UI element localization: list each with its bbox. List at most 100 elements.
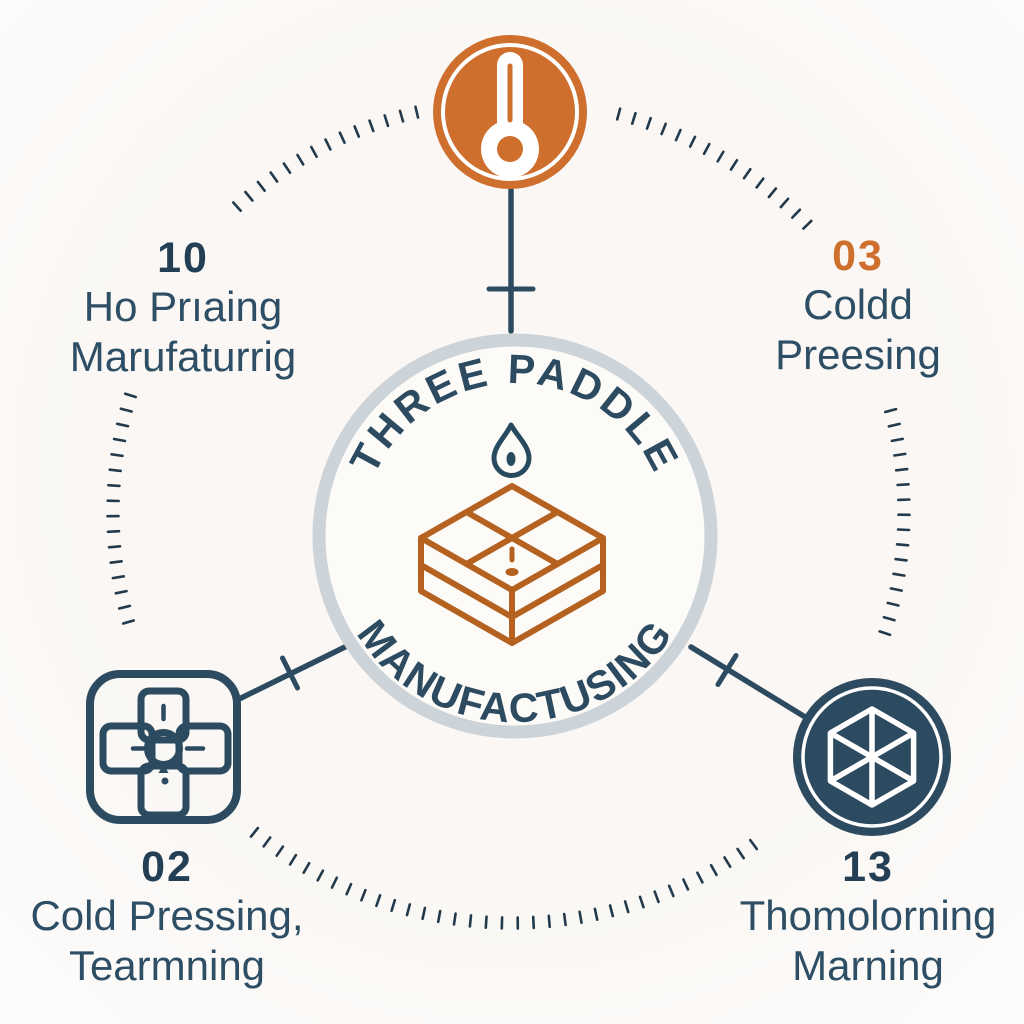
arc-tick — [244, 190, 254, 202]
arc-tick — [452, 912, 457, 926]
arc-tick — [890, 437, 905, 443]
node-text-line: Ho Prıaing — [83, 283, 283, 330]
arc-tick — [615, 107, 622, 121]
connector-line — [688, 644, 813, 723]
arc-tick — [893, 452, 907, 457]
arc-tick — [894, 557, 908, 562]
arc-tick — [249, 826, 260, 838]
hexagon-node — [793, 678, 951, 836]
arc-tick — [110, 452, 124, 458]
arc-tick — [547, 914, 552, 929]
paddle-stack-icon — [418, 483, 606, 646]
node-number: 02 — [141, 843, 193, 891]
thermometer-icon — [481, 52, 539, 178]
arc-tick — [682, 878, 690, 891]
arc-tick — [702, 142, 711, 156]
hexagon-cube-icon — [827, 706, 917, 808]
node-label-cold-pressing-right: 03 Coldd Preesing — [775, 232, 941, 380]
arc-tick — [882, 615, 896, 622]
arc-tick — [117, 604, 132, 610]
arc-tick — [256, 180, 266, 192]
connector-bottom-right — [688, 644, 813, 723]
water-drop-icon — [491, 422, 532, 478]
arc-tick — [421, 906, 427, 921]
node-text-line: Marufaturrig — [69, 333, 297, 380]
arc-tick — [112, 437, 127, 443]
arc-tick — [309, 145, 318, 158]
arc-tick — [883, 407, 898, 414]
arc-tick — [638, 895, 645, 909]
arc-tick — [288, 853, 298, 866]
arc-tick — [375, 894, 382, 908]
node-text-line: Tearmning — [68, 942, 266, 989]
arc-tick — [405, 903, 412, 917]
arc-tick — [608, 904, 615, 918]
arc-tick — [674, 128, 682, 142]
connector-top — [486, 187, 536, 334]
arc-tick — [892, 572, 906, 577]
arc-tick — [729, 159, 739, 171]
hexagon-node-inner-ring — [801, 686, 943, 828]
arc-tick — [688, 135, 697, 148]
node-text-line: Cold Pressing, — [30, 892, 304, 939]
arc-tick — [630, 111, 637, 125]
arc-tick — [111, 574, 126, 580]
connector-bottom-left — [234, 644, 348, 703]
arc-tick — [894, 467, 909, 472]
fan-icon — [99, 687, 232, 819]
arc-tick — [878, 630, 892, 637]
arc-tick — [709, 863, 718, 877]
arc-tick — [896, 528, 911, 532]
arc-tick — [398, 109, 405, 123]
arc-tick — [889, 587, 904, 592]
arc-tick — [115, 422, 130, 428]
arc-tick — [121, 619, 135, 625]
arc-tick — [578, 910, 583, 925]
arc-tick — [302, 861, 311, 875]
arc-tick — [345, 882, 353, 896]
arc-tick — [232, 201, 242, 212]
arc-tick — [338, 131, 346, 144]
arc-tick — [106, 529, 121, 534]
arc-tick — [779, 197, 790, 209]
arc-tick — [282, 162, 292, 174]
arc-tick — [767, 187, 778, 199]
arc-tick — [390, 898, 397, 913]
arc-tick — [353, 125, 361, 138]
node-text-line: Marning — [792, 942, 944, 989]
arc-tick — [468, 914, 473, 928]
arc-tick — [623, 900, 630, 914]
node-label-hot-pressing: 10 Ho Prıaing Marufaturrig — [70, 234, 296, 382]
arc-tick — [484, 915, 488, 930]
arc-tick — [736, 847, 746, 860]
thermometer-node-inner-ring — [441, 43, 579, 181]
arc-tick — [108, 468, 122, 473]
center-circle-ring — [312, 333, 718, 739]
connector-tick — [280, 655, 300, 691]
arc-tick — [330, 876, 339, 889]
arc-tick — [109, 559, 123, 565]
arc-tick — [887, 422, 901, 428]
arc-tick — [562, 912, 567, 927]
arc-tick — [716, 150, 725, 163]
node-text-line: Coldd — [803, 281, 913, 328]
arc-tick — [414, 105, 420, 119]
arc-tick — [896, 482, 910, 487]
arc-tick — [383, 114, 390, 128]
arc-tick — [895, 542, 910, 547]
node-label-cold-pressing-left: 02 Cold Pressing, Tearmning — [30, 843, 303, 991]
arc-tick — [645, 116, 653, 130]
arc-tick — [107, 483, 121, 488]
fan-node-frame — [86, 670, 241, 824]
arc-tick — [296, 153, 305, 166]
node-label-thermoforming: 13 Thomolorning Marning — [740, 843, 997, 991]
node-number: 13 — [842, 843, 894, 891]
node-text-line: Thomolorning — [739, 892, 997, 939]
arc-tick — [748, 838, 759, 851]
dashed-arc-ticks — [106, 105, 911, 930]
arc-tick — [790, 208, 802, 219]
node-text-line: Preesing — [775, 331, 941, 378]
node-number: 03 — [832, 232, 884, 280]
